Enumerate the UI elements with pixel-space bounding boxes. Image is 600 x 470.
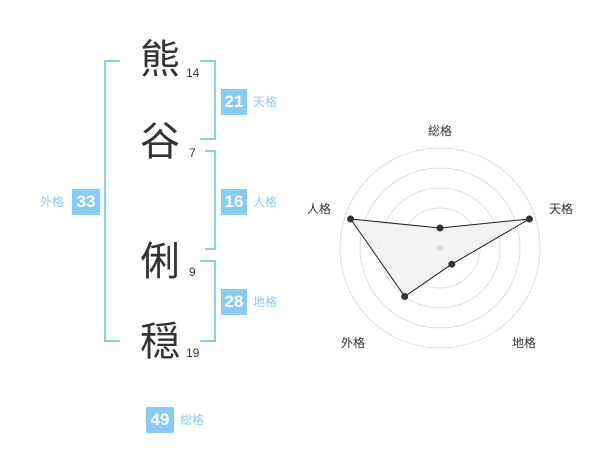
jinkaku-label: 人格 <box>253 195 278 209</box>
chikaku-label: 地格 <box>253 295 278 309</box>
soukaku-value: 49 <box>146 407 174 433</box>
radar-point <box>347 215 355 223</box>
radar-shape <box>349 218 530 298</box>
radar-label-tenkaku: 天格 <box>549 202 574 216</box>
radar-label-jinkaku: 人格 <box>307 202 332 216</box>
stroke-count-2: 7 <box>189 146 196 160</box>
gaikaku-label: 外格 <box>40 195 65 209</box>
stroke-count-4: 19 <box>186 346 200 360</box>
gaikaku-value: 33 <box>72 189 100 215</box>
radar-label-soukaku: 総格 <box>428 124 453 138</box>
chikaku-value: 28 <box>221 289 247 315</box>
radar-point <box>436 224 444 232</box>
jinkaku-value: 16 <box>221 189 247 215</box>
tenkaku-value: 21 <box>221 89 247 115</box>
radar-grid <box>339 147 541 349</box>
chikaku-bracket <box>200 260 216 342</box>
stroke-count-3: 9 <box>189 265 196 279</box>
radar-grid-ring <box>339 147 541 349</box>
name-char-4: 穏 <box>140 319 180 365</box>
radar-point <box>448 260 456 268</box>
tenkaku-bracket <box>200 60 216 140</box>
radar-label-gaikaku: 外格 <box>341 336 366 350</box>
radar-grid-ring <box>359 167 521 329</box>
fortune-radar-chart <box>339 147 541 349</box>
radar-center-point <box>436 244 444 252</box>
stroke-count-1: 14 <box>186 66 200 80</box>
radar-label-chikaku: 地格 <box>512 336 537 350</box>
radar-point <box>401 293 409 300</box>
name-char-3: 俐 <box>140 239 180 285</box>
soukaku-label: 総格 <box>180 413 205 427</box>
name-char-2: 谷 <box>140 119 180 165</box>
radar-points <box>347 215 533 300</box>
radar-point <box>525 215 533 223</box>
tenkaku-label: 天格 <box>253 95 278 109</box>
gaikaku-bracket <box>104 60 120 342</box>
jinkaku-bracket <box>205 150 216 250</box>
name-char-1: 熊 <box>140 37 180 83</box>
